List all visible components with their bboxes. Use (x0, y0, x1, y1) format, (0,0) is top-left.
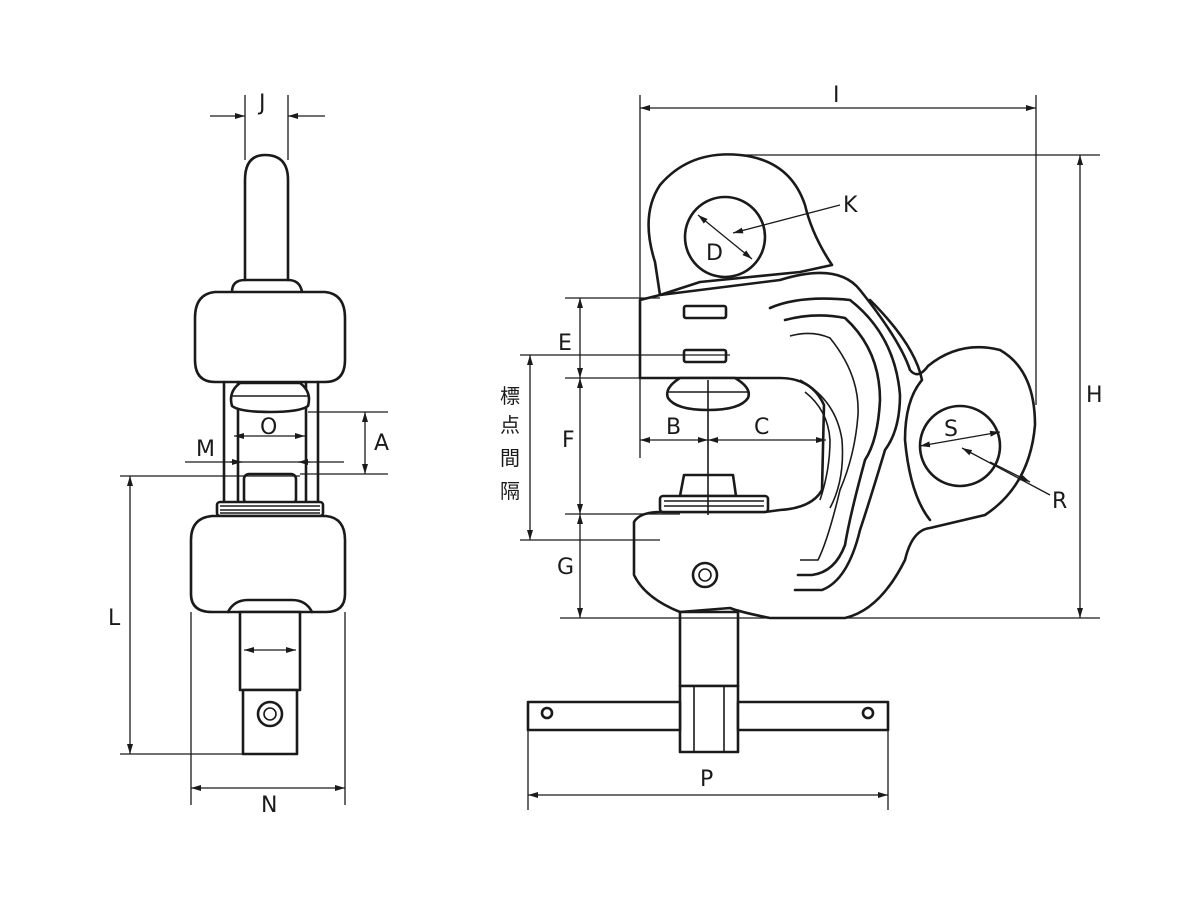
front-handle-hole-right (861, 706, 875, 720)
label-R: R (1052, 489, 1067, 514)
front-inner-arc-1 (768, 297, 902, 592)
label-B: B (666, 415, 681, 440)
dim-R-arrow-out (989, 461, 1031, 483)
side-pin-hole-inner (263, 707, 277, 721)
note-char-3: 間 (500, 446, 520, 470)
front-thread-lines (664, 500, 764, 507)
label-E: E (558, 331, 572, 356)
side-thread-lines (220, 505, 320, 514)
dim-I-extensions (639, 95, 1037, 458)
side-lower-pad (242, 472, 298, 506)
side-thread-band (215, 500, 325, 518)
side-eye-collar (230, 278, 304, 294)
label-D: D (706, 241, 723, 266)
side-lower-block (189, 514, 347, 614)
dim-N-extensions (190, 612, 346, 805)
front-pivot-pin-inner (698, 568, 712, 582)
dim-EFG-extensions (520, 297, 730, 541)
label-A: A (374, 431, 389, 456)
label-S: S (944, 417, 958, 442)
note-char-2: 点 (500, 413, 520, 437)
label-C: C (754, 415, 769, 440)
note-char-4: 隔 (500, 479, 520, 503)
front-screw-shaft (678, 610, 740, 688)
side-lower-collar (226, 598, 314, 614)
front-inner-arc-3 (789, 332, 859, 561)
front-hex-nut-faces (693, 686, 725, 752)
front-lift-hole (683, 195, 767, 279)
side-pin-hole-outer (256, 700, 284, 728)
label-L: L (108, 606, 121, 631)
dim-J-extensions (244, 95, 289, 160)
side-screw-shaft (238, 610, 302, 692)
label-F: F (562, 428, 575, 453)
front-jaw-line (804, 391, 831, 501)
side-upper-pad (229, 381, 311, 414)
front-handle-hole-left (540, 706, 554, 720)
dim-D-line (697, 214, 753, 260)
dim-K-leader (732, 204, 841, 234)
label-I: I (833, 83, 840, 108)
side-frame-plates (222, 380, 320, 507)
front-inner-arc-2 (783, 314, 882, 577)
label-G: G (557, 555, 574, 580)
dim-A-extensions (300, 411, 388, 475)
note-char-1: 標 (500, 384, 520, 408)
label-M: M (196, 437, 215, 462)
front-main-frame (632, 271, 1037, 620)
side-view: J O A M L N (108, 91, 389, 818)
dim-S-line (919, 430, 1001, 448)
label-H: H (1086, 383, 1103, 408)
side-eye (243, 153, 290, 282)
dim-H-extensions (560, 154, 1100, 619)
front-hex-nut (678, 684, 740, 754)
label-O: O (260, 415, 277, 440)
label-K: K (843, 193, 858, 218)
front-inner-arc-4 (799, 379, 844, 509)
label-J: J (257, 91, 266, 116)
side-screw-head (241, 688, 299, 756)
label-N: N (261, 793, 277, 818)
front-slot-lower (682, 348, 728, 364)
dim-L-extensions (120, 475, 300, 755)
label-P: P (700, 767, 713, 792)
side-upper-block (193, 290, 347, 384)
dim-R-leader (961, 447, 1051, 496)
front-thread-band (658, 494, 770, 514)
front-view: I H K D E F G 標 点 間 隔 B C S R (500, 83, 1103, 810)
front-slot-upper (682, 304, 728, 320)
front-pivot-pin-outer (691, 561, 719, 589)
front-outer-rib (868, 298, 932, 522)
